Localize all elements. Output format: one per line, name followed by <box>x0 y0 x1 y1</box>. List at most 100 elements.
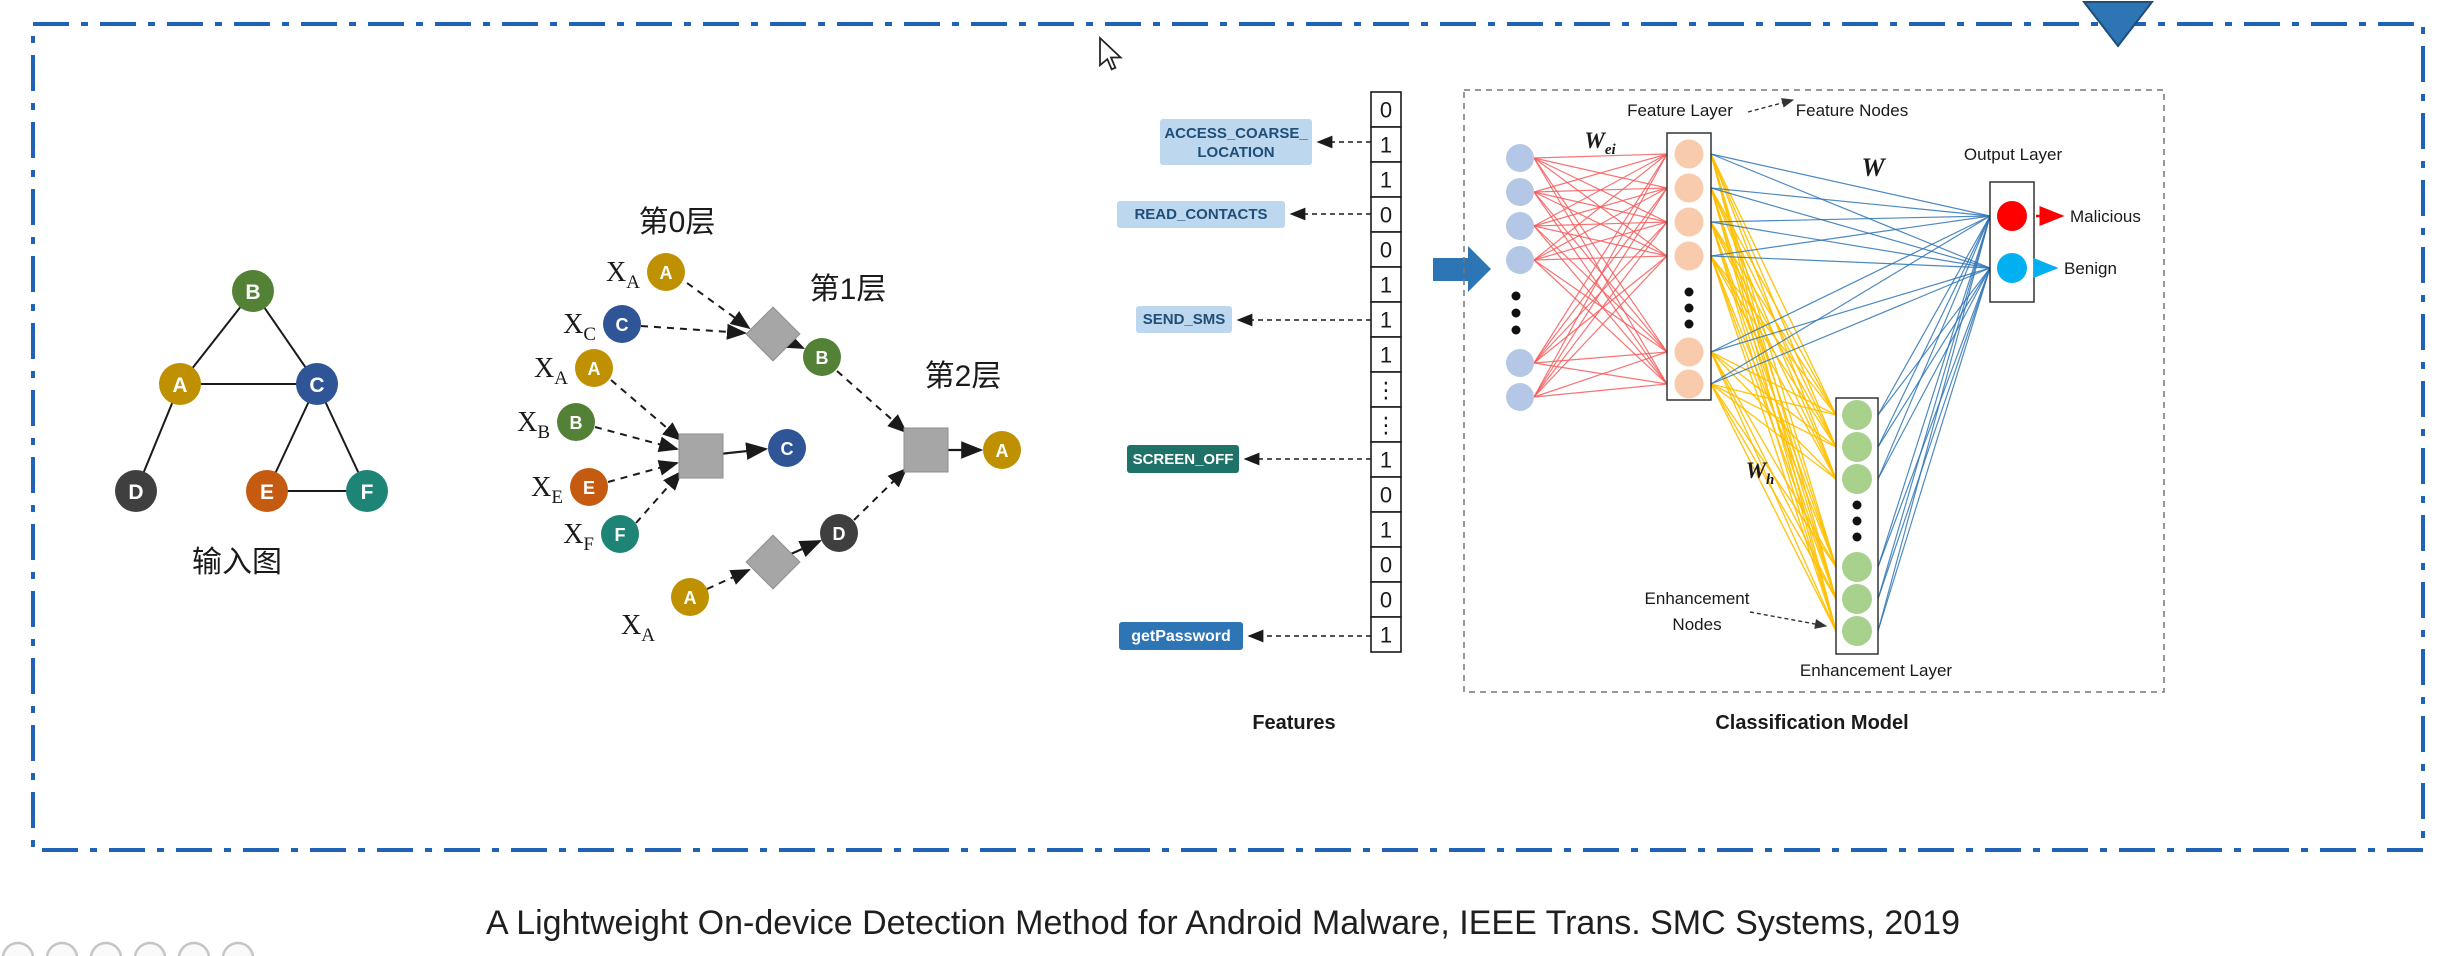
weight-label-wei: Wei <box>1584 128 1616 158</box>
chip-label: getPassword <box>1131 628 1231 645</box>
player-control-icon[interactable] <box>89 941 123 956</box>
edges-to-output <box>1710 153 1991 632</box>
enhancement-nodes-label: Enhancement <box>1645 589 1750 608</box>
enhancement-output-edge <box>1877 267 1991 416</box>
x-symbol: X <box>606 257 626 288</box>
player-control-icon[interactable] <box>1 941 35 956</box>
output-layer-label: Output Layer <box>1964 145 2063 164</box>
player-control-icon[interactable] <box>45 941 79 956</box>
w-symbol: W <box>1746 458 1768 483</box>
label-pointer-arrow <box>1749 611 1828 629</box>
gnn-node-label: C <box>781 439 794 459</box>
ellipsis-dot <box>1684 287 1694 297</box>
gnn-node-b <box>803 338 841 376</box>
feature-output-edge <box>1710 215 1991 223</box>
aggregation-arrow <box>836 370 908 434</box>
enhancement-node <box>1842 464 1872 494</box>
x-subscript: C <box>583 324 596 345</box>
feature-vector-label: XA <box>534 353 568 389</box>
input-to-feature-edges <box>1533 153 1668 398</box>
gnn-node-label: A <box>660 263 673 283</box>
feature-enhancement-edge <box>1710 255 1837 632</box>
gnn-node-b <box>557 403 595 441</box>
ellipsis-dot <box>1852 516 1862 526</box>
vector-cell-value: 0 <box>1380 588 1392 613</box>
vector-cell-value: 1 <box>1380 623 1392 648</box>
weight-label-w: W <box>1861 153 1886 182</box>
vector-cell-value: 1 <box>1380 168 1392 193</box>
player-control-icon[interactable] <box>133 941 167 956</box>
feature-output-edge <box>1710 153 1991 217</box>
vector-cell <box>1370 91 1402 128</box>
weight-label-wh: Wh <box>1746 458 1775 488</box>
feature-vector-label: XE <box>531 472 563 508</box>
feature-chip-screen-off: SCREEN_OFF <box>1127 445 1239 473</box>
gnn-node-label: D <box>833 524 846 544</box>
feature-output-edge <box>1710 187 1991 217</box>
benign-label: Benign <box>2064 259 2117 278</box>
x-subscript: A <box>626 272 640 293</box>
input-feature-edge <box>1533 221 1668 398</box>
feature-nodes-label: Feature Nodes <box>1796 101 1908 120</box>
malicious-node <box>1997 201 2027 231</box>
enhancement-node <box>1842 616 1872 646</box>
vector-cell <box>1370 511 1402 548</box>
model-boundary <box>1463 89 2165 693</box>
ellipsis-dot <box>1852 532 1862 542</box>
vector-cell-value: 0 <box>1380 203 1392 228</box>
input-feature-edge <box>1533 221 1668 261</box>
input-feature-edge <box>1533 157 1668 353</box>
gnn-node-d <box>820 514 858 552</box>
aggregation-arrow <box>640 323 747 340</box>
x-symbol: X <box>563 309 583 340</box>
vector-cell-value: 0 <box>1380 553 1392 578</box>
player-control-icon[interactable] <box>221 941 255 956</box>
vector-cell-value: 1 <box>1380 133 1392 158</box>
gnn-node-c <box>768 429 806 467</box>
feature-enhancement-edge <box>1710 383 1837 448</box>
vector-cell-value: ⋮ <box>1375 378 1397 403</box>
input-graph-title: 输入图 <box>192 546 282 579</box>
mouse-cursor-icon <box>1099 35 1123 71</box>
benign-node <box>1997 253 2027 283</box>
player-control-icon[interactable] <box>177 941 211 956</box>
aggregator-box <box>745 306 801 362</box>
enhancement-output-edge <box>1877 215 1991 632</box>
classification-model-label: Classification Model <box>1715 712 1908 734</box>
aggregation-arrow <box>853 467 908 521</box>
ellipsis-dot <box>1852 500 1862 510</box>
gnn-node-label: A <box>996 441 1009 461</box>
model-feature-nodes <box>1674 139 1704 399</box>
input-feature-edge <box>1533 153 1668 159</box>
feature-node <box>1674 173 1704 203</box>
enhancement-output-edge <box>1877 267 1991 448</box>
chip-label: SEND_SMS <box>1143 311 1226 328</box>
vector-cell-value: ⋮ <box>1375 413 1397 438</box>
feature-enhancement-edge <box>1710 351 1837 568</box>
input-feature-edge <box>1533 225 1668 353</box>
graph-node-f <box>346 470 388 512</box>
input-node <box>1506 144 1534 172</box>
ellipsis-dot <box>1511 291 1521 301</box>
input-node <box>1506 246 1534 274</box>
feature-vector-label: XC <box>563 309 596 345</box>
gnn-node-label: C <box>616 315 629 335</box>
vector-cell-value: 1 <box>1380 518 1392 543</box>
input-node <box>1506 349 1534 377</box>
input-feature-edge <box>1533 153 1668 193</box>
vector-cell-value: 1 <box>1380 273 1392 298</box>
vector-cell <box>1370 581 1402 618</box>
gnn-node-label: B <box>816 348 829 368</box>
vector-cell <box>1370 126 1402 163</box>
gnn-node-label: B <box>570 413 583 433</box>
chip-label: READ_CONTACTS <box>1134 206 1267 223</box>
input-feature-edge <box>1533 191 1668 385</box>
graph-node-label: D <box>128 481 143 504</box>
input-feature-edge <box>1533 153 1668 261</box>
top-pointer-triangle-icon <box>2081 1 2155 48</box>
x-symbol: X <box>534 353 554 384</box>
input-node <box>1506 178 1534 206</box>
feature-node <box>1674 139 1704 169</box>
